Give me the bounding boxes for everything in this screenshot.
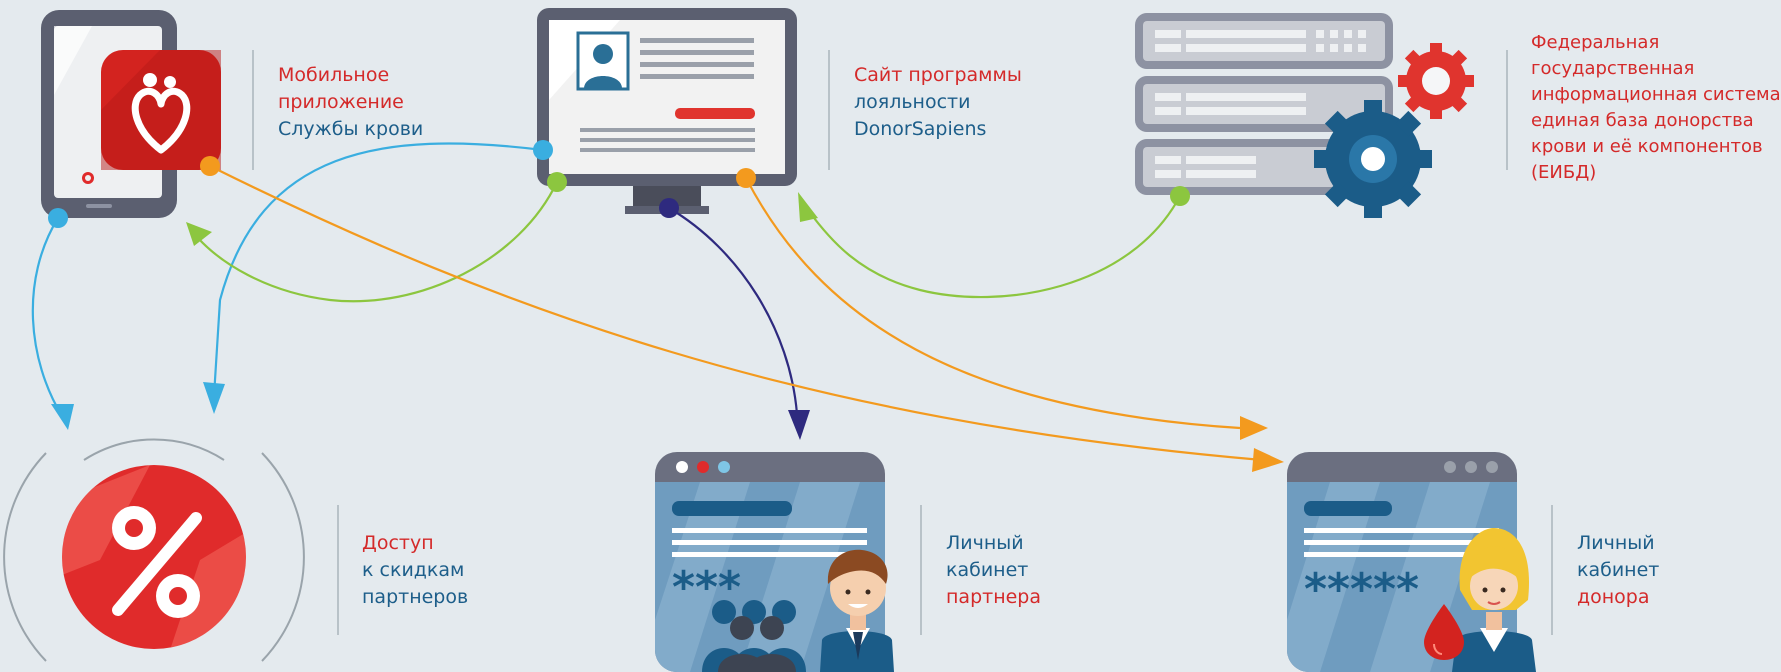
federal-system-label-line-5: крови и её компонентов	[1531, 136, 1763, 157]
connection-site-to-partner	[668, 207, 799, 415]
connection-site-to-mobile	[197, 181, 558, 303]
arrowhead-cyan-left	[51, 404, 74, 430]
partner-cabinet-window-icon: ***	[655, 452, 894, 672]
partner-cabinet-label-line-3: партнера	[946, 586, 1042, 608]
mobile-app-label: Мобильное приложение Службы крови	[278, 62, 423, 143]
mobile-app-label-line-1: Мобильное	[278, 64, 390, 86]
donor-cabinet-label-line-1: Личный	[1577, 532, 1655, 554]
loyalty-site-label-line-3: DonorSapiens	[854, 118, 987, 140]
arrowhead-cyan-right	[203, 382, 225, 414]
dot-federal-green	[1170, 186, 1190, 206]
partner-discounts-label-line-1: Доступ	[362, 532, 434, 554]
federal-system-label-line-1: Федеральная	[1531, 32, 1660, 53]
dot-mobile-cyan	[48, 208, 68, 228]
connections	[31, 142, 1263, 462]
dot-site-navy	[659, 198, 679, 218]
partner-cabinet-label-line-2: кабинет	[946, 559, 1029, 581]
donor-cabinet-window-icon: *****	[1287, 452, 1536, 672]
dividers	[252, 50, 1553, 635]
loyalty-site-label: Сайт программы лояльности DonorSapiens	[854, 62, 1022, 143]
donor-cabinet-label: Личный кабинет донора	[1577, 530, 1659, 611]
dot-mobile-orange	[200, 156, 220, 176]
arrowhead-orange-upper	[1240, 416, 1268, 440]
federal-system-label-line-2: государственная	[1531, 58, 1695, 79]
donor-password-mask: *****	[1304, 564, 1419, 615]
connection-site-to-donor	[745, 177, 1241, 430]
partner-discounts-label-line-3: партнеров	[362, 586, 469, 608]
percent-discount-icon	[3, 438, 305, 662]
partner-cabinet-label-line-1: Личный	[946, 532, 1024, 554]
federal-system-label-line-4: единая база донорства	[1531, 110, 1754, 131]
donor-cabinet-label-line-3: донора	[1577, 586, 1650, 608]
federal-system-label-line-3: информационная система	[1531, 84, 1781, 105]
connection-site-to-discounts	[212, 142, 544, 397]
arrowhead-green-site	[798, 192, 818, 222]
mobile-app-label-line-3: Службы крови	[278, 118, 424, 140]
loyalty-site-label-line-2: лояльности	[854, 91, 971, 113]
dot-site-cyan	[533, 140, 553, 160]
mobile-app-icon	[41, 10, 221, 218]
server-gears-icon	[1135, 13, 1474, 218]
arrowheads	[51, 192, 1284, 472]
partner-cabinet-label: Личный кабинет партнера	[946, 530, 1041, 611]
arrowhead-navy	[788, 410, 810, 440]
monitor-profile-icon	[537, 8, 797, 214]
connection-mobile-to-donor	[209, 165, 1263, 462]
connection-dots	[48, 140, 1190, 228]
mobile-app-label-line-2: приложение	[278, 91, 404, 113]
partner-discounts-label-line-2: к скидкам	[362, 559, 465, 581]
donor-cabinet-label-line-2: кабинет	[1577, 559, 1660, 581]
connection-mobile-to-discounts	[31, 217, 63, 417]
federal-system-label-line-6: (ЕИБД)	[1531, 162, 1597, 183]
partner-discounts-label: Доступ к скидкам партнеров	[362, 530, 468, 611]
connection-federal-to-site	[807, 195, 1181, 299]
loyalty-site-label-line-1: Сайт программы	[854, 64, 1022, 86]
arrowhead-green-mobile	[186, 222, 212, 246]
federal-system-label: Федеральная государственная информационн…	[1531, 30, 1781, 186]
dot-site-green	[547, 172, 567, 192]
dot-site-orange	[736, 168, 756, 188]
arrowhead-orange-lower	[1252, 448, 1284, 472]
